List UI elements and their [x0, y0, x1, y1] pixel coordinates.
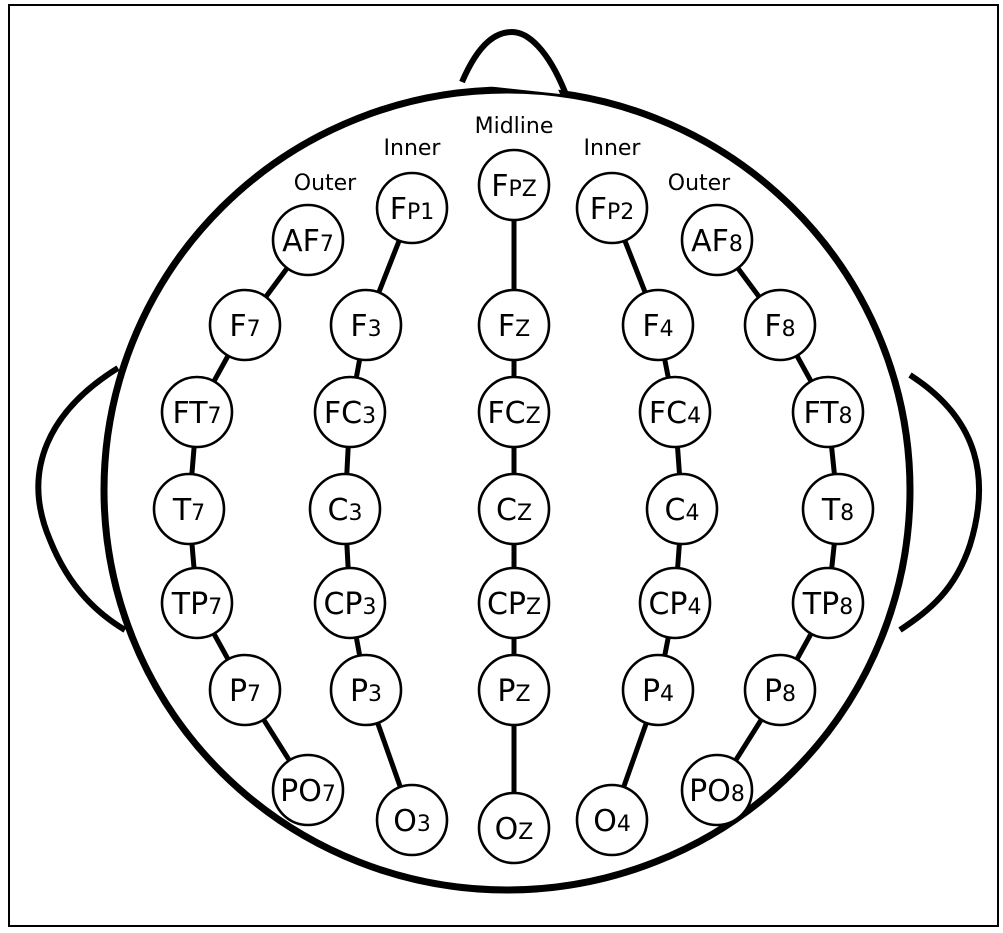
electrode-o3: O3: [377, 785, 447, 855]
electrode-o4: O4: [577, 785, 647, 855]
electrode-oz: OZ: [479, 793, 549, 863]
electrode-f7: F7: [210, 290, 280, 360]
electrode-af7: AF7: [273, 205, 343, 275]
electrode-cz: CZ: [479, 474, 549, 544]
electrode-fc3: FC3: [315, 377, 385, 447]
electrode-fp1: FP1: [377, 173, 447, 243]
electrode-p3: P3: [331, 655, 401, 725]
outer-left-label: Outer: [294, 171, 357, 196]
electrode-po8: PO8: [682, 755, 752, 825]
electrode-f4: F4: [623, 290, 693, 360]
electrode-tp8: TP8: [793, 568, 863, 638]
electrode-f8: F8: [745, 290, 815, 360]
electrode-p4: P4: [623, 655, 693, 725]
electrode-fc4: FC4: [640, 377, 710, 447]
electrode-ft7: FT7: [162, 377, 232, 447]
electrode-ft8: FT8: [793, 377, 863, 447]
electrode-c4: C4: [647, 474, 717, 544]
inner-right-label: Inner: [584, 136, 642, 161]
electrode-po7: PO7: [273, 755, 343, 825]
electrode-p8: P8: [745, 655, 815, 725]
electrode-p7: P7: [210, 655, 280, 725]
electrode-t8: T8: [803, 474, 873, 544]
midline-label: Midline: [475, 114, 554, 139]
electrode-fp2: FP2: [577, 173, 647, 243]
electrode-cpz: CPZ: [479, 568, 549, 638]
electrode-fpz: FPZ: [479, 150, 549, 220]
electrode-cp3: CP3: [315, 568, 385, 638]
electrode-cp4: CP4: [640, 568, 710, 638]
inner-left-label: Inner: [384, 136, 442, 161]
electrode-pz: PZ: [479, 655, 549, 725]
electrode-fz: FZ: [479, 290, 549, 360]
electrode-af8: AF8: [682, 205, 752, 275]
electrode-c3: C3: [310, 474, 380, 544]
electrode-fcz: FCZ: [479, 377, 549, 447]
electrode-tp7: TP7: [162, 568, 232, 638]
electrode-f3: F3: [331, 290, 401, 360]
outer-right-label: Outer: [668, 171, 731, 196]
electrode-t7: T7: [154, 474, 224, 544]
